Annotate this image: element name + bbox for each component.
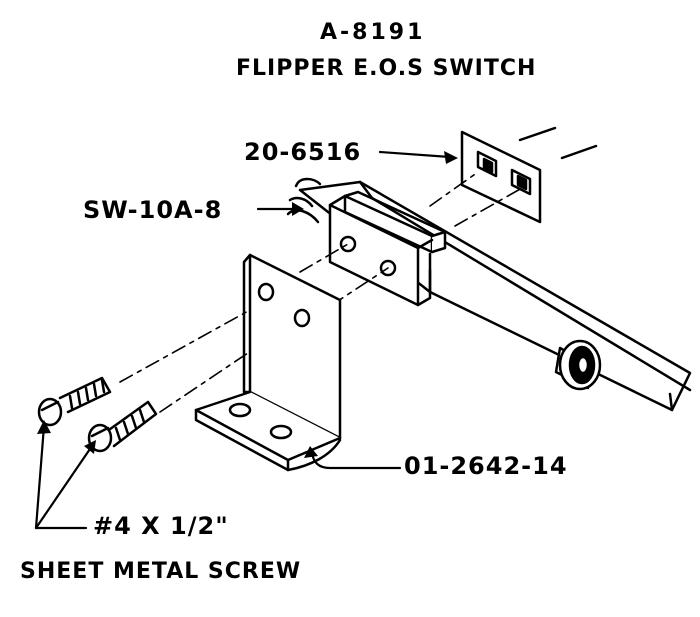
- roller: [554, 339, 602, 391]
- leader-lines: [34, 150, 452, 530]
- contact-plate: [460, 126, 598, 224]
- assembly-name-title: FLIPPER E.O.S SWITCH: [236, 56, 537, 81]
- part-number-title: A-8191: [320, 20, 426, 45]
- screw-size-label: #4 X 1/2": [93, 512, 229, 540]
- contact-plate-label: 20-6516: [244, 138, 362, 166]
- screw-lower: [87, 400, 158, 453]
- screw-type-label: SHEET METAL SCREW: [20, 559, 302, 584]
- arrowheads: [37, 151, 458, 458]
- angle-bracket: [194, 253, 342, 472]
- switch-block: [328, 190, 447, 307]
- screw-upper: [37, 376, 112, 427]
- bracket-label: 01-2642-14: [404, 452, 568, 480]
- switch-blade-label: SW-10A-8: [83, 196, 223, 224]
